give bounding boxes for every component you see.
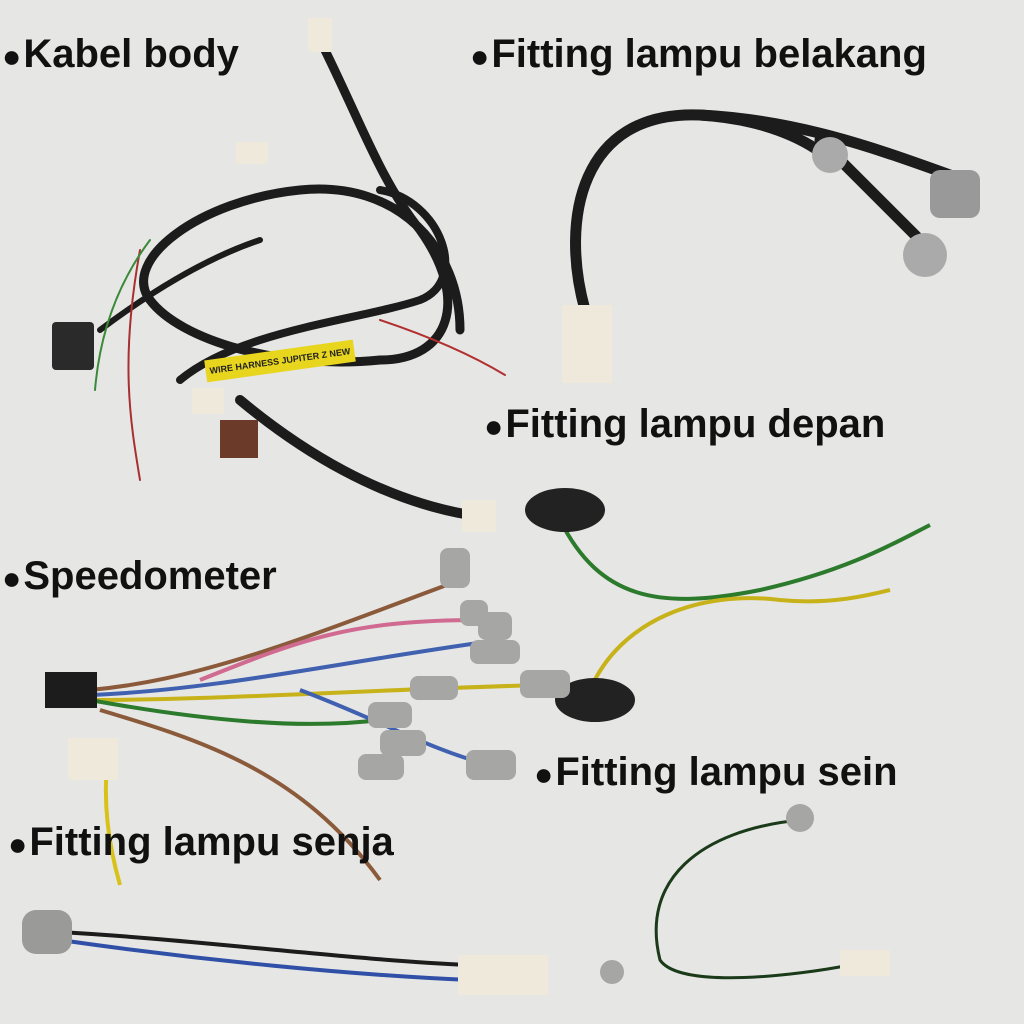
fitting-depan [558,519,931,691]
connector [68,738,118,780]
connector [236,142,268,164]
socket [812,137,848,173]
connector [462,500,496,532]
connector [220,420,258,458]
senja-cable [59,938,471,982]
connector [308,18,332,52]
socket [786,804,814,832]
fitting-belakang [570,109,956,316]
speedometer-sockets [358,548,570,780]
socket [600,960,624,984]
connector [52,322,94,370]
socket [930,170,980,218]
label-fitting-lampu-depan: ●Fitting lampu depan [484,402,886,446]
socket [22,910,72,954]
connector [562,305,612,383]
connector [840,950,890,976]
label-kabel-body: ●Kabel body [2,32,239,76]
label-fitting-lampu-senja: ●Fitting lampu senja [8,820,394,864]
connector [192,388,224,414]
label-fitting-lampu-belakang: ●Fitting lampu belakang [470,32,927,76]
kabel-body-harness [94,35,506,520]
socket [903,233,947,277]
label-fitting-lampu-sein: ●Fitting lampu sein [534,750,898,794]
sein-cable [654,818,851,980]
connector [458,955,548,995]
connector [45,672,97,708]
senja-cable [59,930,471,967]
socket [555,678,635,722]
label-speedometer: ●Speedometer [2,554,277,598]
socket [525,488,605,532]
